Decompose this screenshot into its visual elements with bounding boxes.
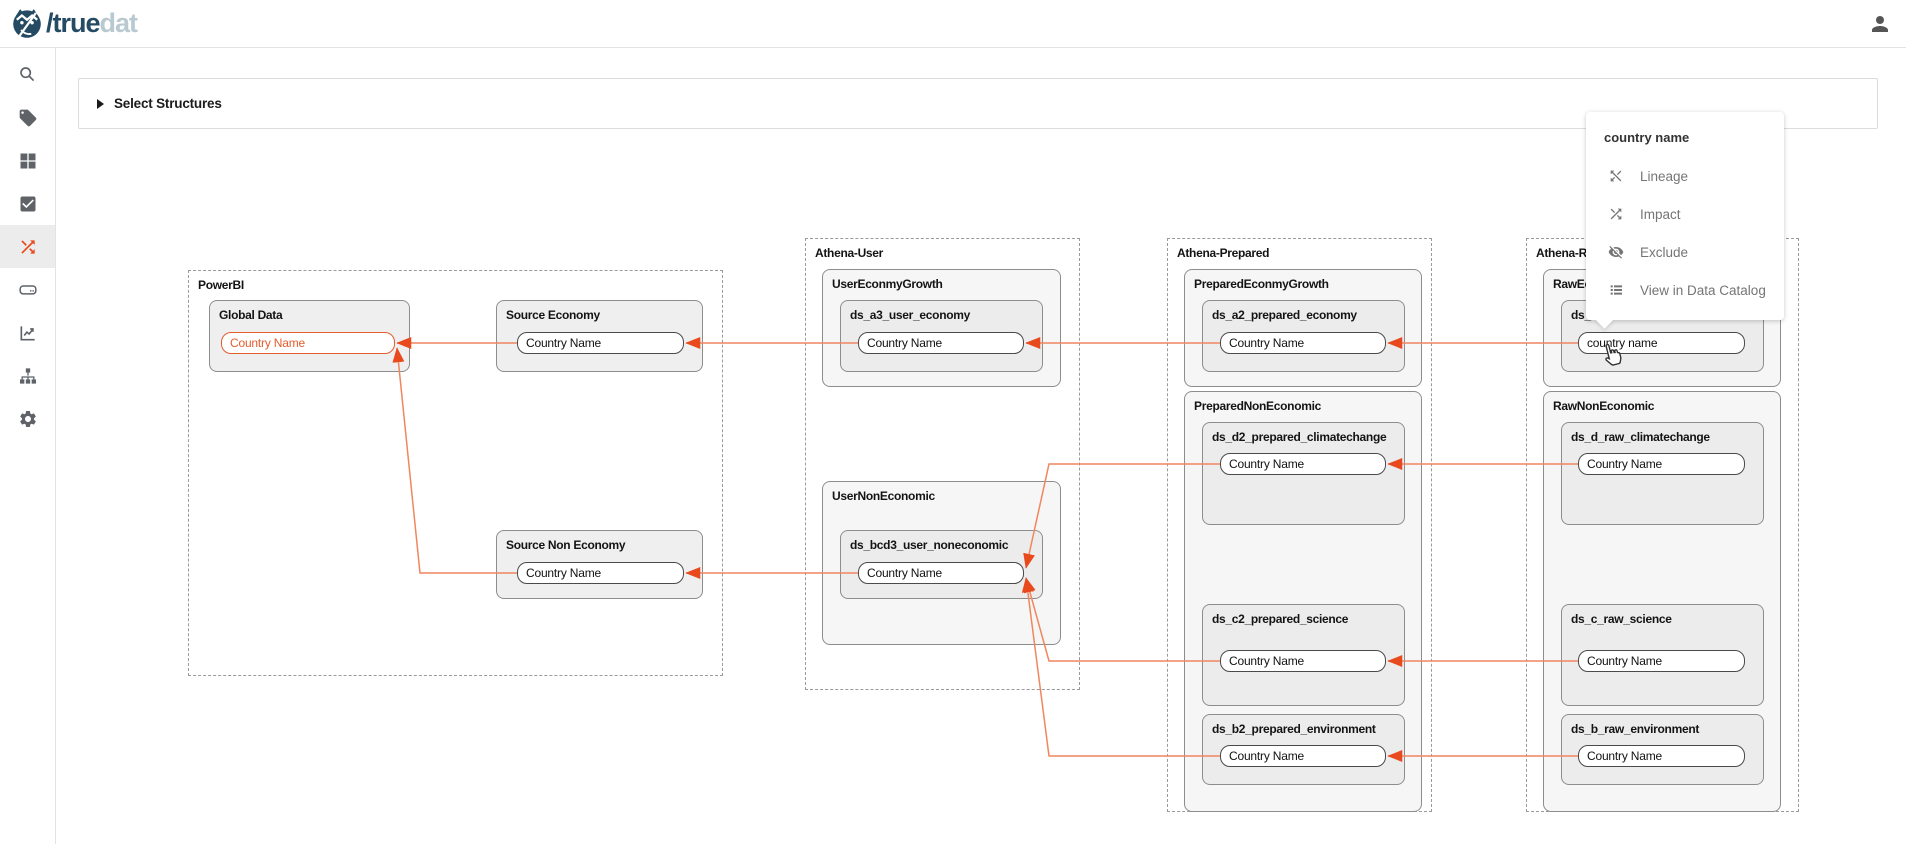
check-square-icon <box>20 196 35 211</box>
node-label: ds_c_raw_science <box>1571 612 1672 626</box>
logo-text-primary: /true <box>46 8 101 38</box>
sitemap-icon <box>19 367 36 384</box>
node-label: ds_d_raw_climatechange <box>1571 430 1710 444</box>
field-b_cn[interactable]: Country Name <box>1578 745 1745 767</box>
group-powerbi: PowerBI <box>188 270 723 676</box>
impact-icon <box>1608 206 1624 222</box>
user-icon[interactable] <box>1868 12 1892 36</box>
logo-text: /truedat <box>46 8 138 38</box>
menu-item-label: Lineage <box>1640 168 1689 184</box>
menu-item-label: Exclude <box>1640 244 1689 260</box>
field-b2_cn[interactable]: Country Name <box>1220 745 1386 767</box>
table-label: PreparedNonEconomic <box>1194 399 1321 413</box>
group-label: Athena-Ra <box>1536 246 1594 260</box>
sidebar-item-gear[interactable] <box>0 397 55 440</box>
group-label: Athena-User <box>815 246 884 260</box>
field-raw_cn[interactable]: country name <box>1578 332 1745 354</box>
shuffle-icon <box>20 239 35 254</box>
gear-icon <box>19 410 36 427</box>
tag-icon <box>19 109 36 126</box>
field-gd_cn[interactable]: Country Name <box>221 332 395 354</box>
node-label: Source Economy <box>506 308 600 322</box>
catalog-icon <box>1608 282 1624 298</box>
expand-arrow-icon <box>97 98 104 109</box>
node-label: ds_a3_user_economy <box>850 308 971 322</box>
field-se_cn[interactable]: Country Name <box>517 332 684 354</box>
node-label: ds_d2_prepared_climatechange <box>1212 430 1387 444</box>
sidebar-nav <box>0 48 56 844</box>
sidebar-item-grid[interactable] <box>0 139 55 182</box>
field-a2_cn[interactable]: Country Name <box>1220 332 1386 354</box>
sidebar-item-search[interactable] <box>0 53 55 96</box>
menu-item-lineage[interactable]: Lineage <box>1586 157 1784 195</box>
search-icon <box>19 66 34 81</box>
field-bcd3_cn[interactable]: Country Name <box>858 562 1024 584</box>
node-label: ds_c2_prepared_science <box>1212 612 1349 626</box>
owl-icon <box>13 8 41 38</box>
table-label: RawEc <box>1553 277 1591 291</box>
sidebar-item-tag[interactable] <box>0 96 55 139</box>
table-label: UserNonEconomic <box>832 489 935 503</box>
node-label: ds_a2_prepared_economy <box>1212 308 1357 322</box>
node-label: ds_b2_prepared_environment <box>1212 722 1376 736</box>
menu-item-impact[interactable]: Impact <box>1586 195 1784 233</box>
table-label: RawNonEconomic <box>1553 399 1655 413</box>
field-sne_cn[interactable]: Country Name <box>517 562 684 584</box>
menu-item-exclude[interactable]: Exclude <box>1586 233 1784 271</box>
group-label: Athena-Prepared <box>1177 246 1270 260</box>
table-label: UserEconmyGrowth <box>832 277 943 291</box>
field-d2_cn[interactable]: Country Name <box>1220 453 1386 475</box>
field-d_cn[interactable]: Country Name <box>1578 453 1745 475</box>
field-c2_cn[interactable]: Country Name <box>1220 650 1386 672</box>
logo-text-secondary: dat <box>99 8 138 38</box>
lineage-icon <box>1608 168 1624 184</box>
node-label: Source Non Economy <box>506 538 626 552</box>
app-logo: /truedat <box>10 7 138 41</box>
table-label: PreparedEconmyGrowth <box>1194 277 1329 291</box>
context-menu: country name Lineage Impact Exclude View… <box>1586 112 1784 329</box>
sidebar-item-chart-line[interactable] <box>0 311 55 354</box>
menu-item-view-in-data-catalog[interactable]: View in Data Catalog <box>1586 271 1784 309</box>
field-c_cn[interactable]: Country Name <box>1578 650 1745 672</box>
node-label: Global Data <box>219 308 283 322</box>
exclude-icon <box>1608 244 1624 260</box>
node-label: ds_bcd3_user_noneconomic <box>850 538 1009 552</box>
menu-item-label: View in Data Catalog <box>1640 282 1766 298</box>
sidebar-item-check-square[interactable] <box>0 182 55 225</box>
sidebar-item-drive[interactable] <box>0 268 55 311</box>
sidebar-item-sitemap[interactable] <box>0 354 55 397</box>
app-header: /truedat <box>0 0 1906 48</box>
select-structures-panel[interactable]: Select Structures <box>78 78 1878 129</box>
menu-item-label: Impact <box>1640 206 1681 222</box>
grid-icon <box>20 153 35 168</box>
chart-line-icon <box>20 325 35 340</box>
context-menu-title: country name <box>1604 130 1690 145</box>
node-label: ds_b_raw_environment <box>1571 722 1700 736</box>
drive-icon <box>18 284 37 295</box>
select-structures-label: Select Structures <box>114 96 222 111</box>
sidebar-item-shuffle[interactable] <box>0 225 55 268</box>
group-label: PowerBI <box>198 278 244 292</box>
field-a3_cn[interactable]: Country Name <box>858 332 1024 354</box>
